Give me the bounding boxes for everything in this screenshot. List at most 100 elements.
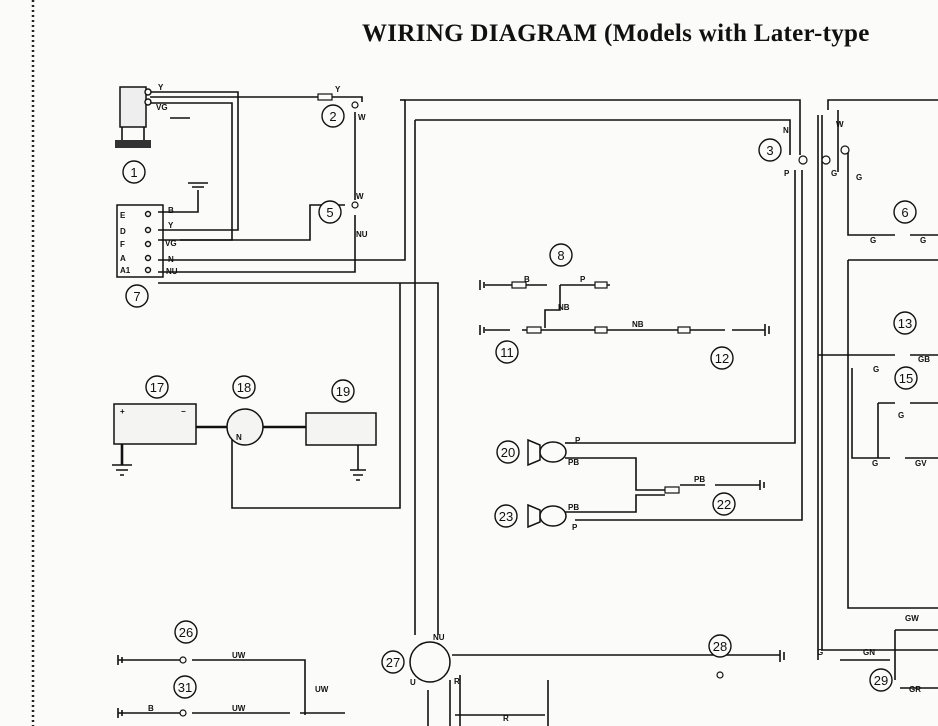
svg-text:31: 31 (178, 680, 192, 695)
svg-text:W: W (358, 113, 366, 122)
horn-20 (527, 438, 567, 467)
svg-text:28: 28 (713, 639, 727, 654)
svg-text:D: D (120, 227, 126, 236)
component-label-11: 11 (495, 340, 519, 364)
svg-text:7: 7 (133, 289, 140, 304)
component-labels: 1 2 3 5 6 7 8 11 12 13 15 17 18 19 20 22… (122, 104, 918, 699)
svg-text:5: 5 (326, 205, 333, 220)
component-label-5: 5 (318, 200, 342, 224)
svg-text:8: 8 (557, 248, 564, 263)
control-box-7 (116, 204, 164, 278)
svg-text:GN: GN (863, 648, 875, 657)
connectors (179, 93, 850, 717)
svg-text:P: P (572, 523, 578, 532)
battery-17 (113, 403, 197, 445)
svg-text:A1: A1 (120, 266, 131, 275)
svg-text:G: G (920, 236, 926, 245)
component-label-18: 18 (232, 375, 256, 399)
svg-text:17: 17 (150, 380, 164, 395)
svg-text:PB: PB (694, 475, 705, 484)
svg-text:11: 11 (500, 345, 514, 360)
wire-code-labels: Y VG Y W W NU B Y VG N NU E D F A A1 N P… (120, 83, 930, 723)
svg-text:NU: NU (356, 230, 368, 239)
component-label-23: 23 (494, 504, 518, 528)
component-label-26: 26 (174, 620, 198, 644)
svg-text:27: 27 (386, 655, 400, 670)
svg-text:PB: PB (568, 458, 579, 467)
svg-text:23: 23 (499, 509, 513, 524)
svg-text:R: R (454, 677, 460, 686)
svg-text:GB: GB (918, 355, 930, 364)
component-label-12: 12 (710, 346, 734, 370)
svg-text:N: N (236, 433, 242, 442)
svg-text:VG: VG (156, 103, 168, 112)
svg-text:+: + (120, 407, 125, 416)
svg-text:12: 12 (715, 351, 729, 366)
page-title: WIRING DIAGRAM (Models with Later-type (362, 20, 870, 47)
svg-text:NU: NU (433, 633, 445, 642)
wires (118, 91, 938, 726)
svg-text:−: − (181, 407, 186, 416)
svg-text:B: B (524, 275, 530, 284)
svg-text:6: 6 (901, 205, 908, 220)
component-label-19: 19 (331, 379, 355, 403)
component-label-15: 15 (894, 366, 918, 390)
component-label-27: 27 (381, 650, 405, 674)
component-label-17: 17 (145, 375, 169, 399)
starter-motor-19 (305, 412, 377, 446)
component-27 (409, 641, 451, 683)
component-label-29: 29 (869, 668, 893, 692)
svg-text:26: 26 (179, 625, 193, 640)
component-label-2: 2 (321, 104, 345, 128)
svg-text:Y: Y (168, 221, 174, 230)
svg-text:NB: NB (632, 320, 644, 329)
svg-text:G: G (872, 459, 878, 468)
svg-text:2: 2 (329, 109, 336, 124)
svg-text:20: 20 (501, 445, 515, 460)
component-label-3: 3 (758, 138, 782, 162)
svg-text:B: B (168, 206, 174, 215)
svg-text:PB: PB (568, 503, 579, 512)
svg-text:G: G (873, 365, 879, 374)
svg-text:Y: Y (158, 83, 164, 92)
svg-text:W: W (356, 192, 364, 201)
svg-text:G: G (898, 411, 904, 420)
earth-symbols (112, 182, 785, 718)
svg-text:E: E (120, 211, 126, 220)
svg-text:A: A (120, 254, 126, 263)
svg-text:N: N (168, 255, 174, 264)
svg-text:U: U (410, 678, 416, 687)
svg-text:22: 22 (717, 497, 731, 512)
svg-text:13: 13 (898, 316, 912, 331)
component-label-22: 22 (712, 492, 736, 516)
svg-text:UW: UW (232, 704, 246, 713)
svg-text:Y: Y (335, 85, 341, 94)
svg-text:P: P (784, 169, 790, 178)
svg-text:19: 19 (336, 384, 350, 399)
svg-text:B: B (148, 704, 154, 713)
svg-text:F: F (120, 240, 125, 249)
horn-23 (527, 503, 567, 529)
svg-text:N: N (783, 126, 789, 135)
svg-text:G: G (870, 236, 876, 245)
svg-text:15: 15 (899, 371, 913, 386)
component-label-31: 31 (173, 675, 197, 699)
svg-text:1: 1 (130, 165, 137, 180)
svg-text:GW: GW (905, 614, 919, 623)
generator-1 (115, 86, 152, 148)
svg-text:3: 3 (766, 143, 773, 158)
svg-text:G: G (817, 648, 823, 657)
svg-text:GR: GR (909, 685, 921, 694)
svg-text:G: G (831, 169, 837, 178)
svg-text:UW: UW (315, 685, 329, 694)
component-label-28: 28 (708, 634, 732, 658)
svg-text:NU: NU (166, 267, 178, 276)
svg-text:VG: VG (165, 239, 177, 248)
component-label-13: 13 (893, 311, 917, 335)
svg-text:29: 29 (874, 673, 888, 688)
svg-text:P: P (575, 436, 581, 445)
component-label-1: 1 (122, 160, 146, 184)
svg-text:18: 18 (237, 380, 251, 395)
svg-text:R: R (503, 714, 509, 723)
